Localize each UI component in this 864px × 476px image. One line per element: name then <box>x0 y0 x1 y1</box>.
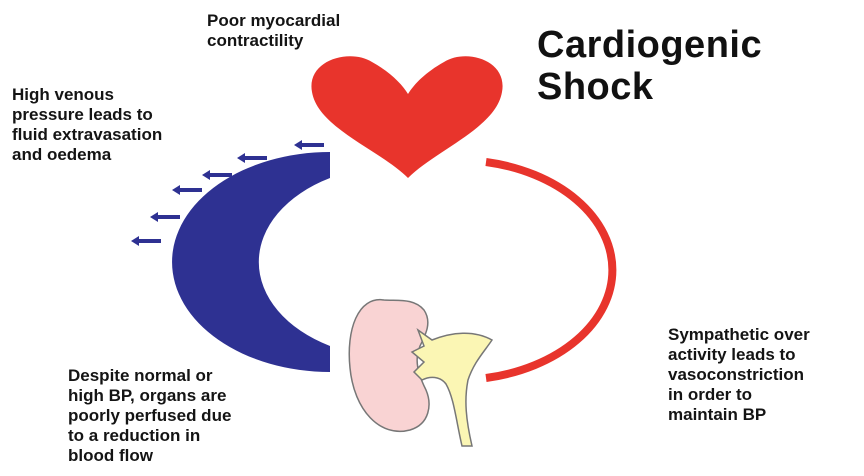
title-line-2: Shock <box>537 66 762 108</box>
leftward-arrow-icon <box>237 153 267 163</box>
leftward-arrow-icon <box>150 212 180 222</box>
venous-arc <box>172 152 330 372</box>
arterial-arc <box>486 162 612 378</box>
kidney-icon <box>349 300 429 432</box>
page-title: Cardiogenic Shock <box>537 24 762 108</box>
organ-perfusion-label: Despite normal or high BP, organs are po… <box>68 366 231 466</box>
leftward-arrow-icon <box>172 185 202 195</box>
heart-icon <box>311 56 502 178</box>
heart-label: Poor myocardial contractility <box>207 11 340 51</box>
sympathetic-label: Sympathetic over activity leads to vasoc… <box>668 325 810 425</box>
leftward-arrow-icon <box>131 236 161 246</box>
title-line-1: Cardiogenic <box>537 24 762 66</box>
venous-pressure-label: High venous pressure leads to fluid extr… <box>12 85 162 165</box>
leftward-arrow-icon <box>294 140 324 150</box>
